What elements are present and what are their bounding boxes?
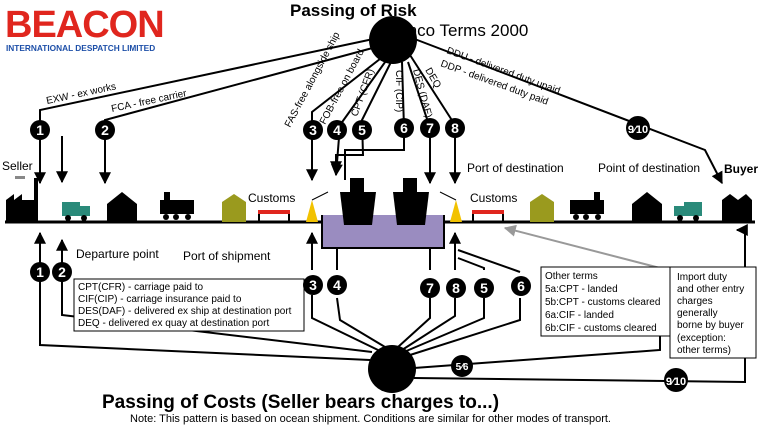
other-terms-box: Other terms 5a:CPT - landed 5b:CPT - cus… xyxy=(540,266,671,337)
warehouse-icon xyxy=(632,192,662,222)
badge-2: 2 xyxy=(95,120,115,140)
customs-right-label: Customs xyxy=(470,191,517,205)
ship-icon xyxy=(340,178,376,225)
train-icon xyxy=(160,192,194,220)
svg-text:7: 7 xyxy=(426,120,434,136)
svg-text:2: 2 xyxy=(58,264,66,280)
term-exw: EXW - ex works xyxy=(45,81,117,107)
logo-wordmark: BEACON xyxy=(5,4,164,46)
departure-point-label: Departure point xyxy=(76,247,159,261)
svg-text:Other terms: Other terms xyxy=(545,271,598,282)
port-shipment-label: Port of shipment xyxy=(183,249,271,263)
badge-7: 7 xyxy=(420,118,440,138)
crane-icon xyxy=(306,191,329,222)
port-destination-label: Port of destination xyxy=(467,161,564,175)
svg-text:5a:CPT - landed: 5a:CPT - landed xyxy=(545,284,618,295)
factory-icon xyxy=(722,194,752,222)
svg-text:1: 1 xyxy=(36,122,44,138)
point-destination-label: Point of destination xyxy=(598,161,700,175)
crane-icon xyxy=(439,191,462,222)
term-cif: CIF (CIP) xyxy=(393,70,404,112)
costs-title: Passing of Costs (Seller bears charges t… xyxy=(102,392,499,413)
svg-text:2: 2 xyxy=(101,122,109,138)
barrier-icon xyxy=(472,210,504,222)
svg-text:CIF(CIP) - carriage insurance: CIF(CIP) - carriage insurance paid to xyxy=(78,294,242,305)
factory-icon xyxy=(6,176,38,222)
truck-icon xyxy=(674,202,702,221)
svg-text:(exception:: (exception: xyxy=(677,333,726,344)
badge-3: 3 xyxy=(303,120,323,140)
svg-text:generally: generally xyxy=(677,308,718,319)
risk-badges: 1 2 3 4 5 6 7 8 9⁄10 xyxy=(30,116,650,140)
badge-8: 8 xyxy=(445,118,465,138)
customs-house-icon xyxy=(222,194,246,222)
svg-text:DES(DAF) - delivered ex ship a: DES(DAF) - delivered ex ship at destinat… xyxy=(78,306,292,317)
svg-text:6: 6 xyxy=(517,278,525,294)
svg-text:5⁄6: 5⁄6 xyxy=(456,362,469,373)
customs-left-label: Customs xyxy=(248,191,295,205)
svg-text:6: 6 xyxy=(400,120,408,136)
badge-7: 7 xyxy=(420,278,440,298)
svg-text:4: 4 xyxy=(333,277,341,293)
badge-4: 4 xyxy=(327,275,347,295)
svg-text:borne by buyer: borne by buyer xyxy=(677,320,744,331)
seller-label: Seller xyxy=(2,159,33,173)
badge-1: 1 xyxy=(30,120,50,140)
barrier-icon xyxy=(258,210,290,222)
badge-4: 4 xyxy=(327,120,347,140)
svg-text:1: 1 xyxy=(36,264,44,280)
svg-text:3: 3 xyxy=(309,122,317,138)
badge-5: 5 xyxy=(474,278,494,298)
svg-text:DEQ - delivered ex quay at des: DEQ - delivered ex quay at destination p… xyxy=(78,318,269,329)
svg-text:5: 5 xyxy=(480,280,488,296)
badge-6: 6 xyxy=(511,276,531,296)
harbour xyxy=(321,215,445,249)
svg-text:9⁄10: 9⁄10 xyxy=(628,124,648,136)
risk-hub xyxy=(369,16,417,64)
badge-9-10: 9⁄10 xyxy=(626,116,650,140)
risk-title: Passing of Risk xyxy=(290,1,417,20)
buyer-label: Buyer xyxy=(724,162,758,176)
svg-text:charges: charges xyxy=(677,296,713,307)
cost-hub xyxy=(368,345,416,393)
svg-text:8: 8 xyxy=(451,120,459,136)
svg-text:3: 3 xyxy=(309,277,317,293)
ship-icon xyxy=(393,178,429,225)
logo-subtitle: INTERNATIONAL DESPATCH LIMITED xyxy=(6,43,155,53)
svg-text:7: 7 xyxy=(426,280,434,296)
badge-3: 3 xyxy=(303,275,323,295)
badge-9-10: 9⁄10 xyxy=(664,368,688,392)
beacon-logo: BEACON INTERNATIONAL DESPATCH LIMITED xyxy=(5,4,165,53)
customs-house-icon xyxy=(530,194,554,222)
svg-text:Import duty: Import duty xyxy=(677,272,727,283)
truck-icon xyxy=(62,202,90,221)
cost-badges: 1 2 3 4 7 8 5 6 5⁄6 9⁄10 xyxy=(30,262,688,392)
train-icon xyxy=(570,192,604,220)
badge-8: 8 xyxy=(446,278,466,298)
svg-text:6a:CIF - landed: 6a:CIF - landed xyxy=(545,310,614,321)
svg-text:5: 5 xyxy=(358,122,366,138)
badge-2: 2 xyxy=(52,262,72,282)
svg-text:4: 4 xyxy=(333,122,341,138)
warehouse-icon xyxy=(107,192,137,222)
svg-text:9⁄10: 9⁄10 xyxy=(666,376,686,388)
svg-text:5b:CPT - customs cleared: 5b:CPT - customs cleared xyxy=(545,297,660,308)
inco-terms-label: Inco Terms 2000 xyxy=(403,21,528,40)
definitions-box: CPT(CFR) - carriage paid to CIF(CIP) - c… xyxy=(73,278,305,332)
svg-text:and other entry: and other entry xyxy=(677,284,744,295)
svg-text:8: 8 xyxy=(452,280,460,296)
badge-5-6: 5⁄6 xyxy=(451,355,473,377)
badge-6: 6 xyxy=(394,118,414,138)
footnote: Note: This pattern is based on ocean shi… xyxy=(130,413,611,425)
badge-1: 1 xyxy=(30,262,50,282)
badge-5: 5 xyxy=(352,120,372,140)
svg-text:CPT(CFR) - carriage paid to: CPT(CFR) - carriage paid to xyxy=(78,282,203,293)
svg-text:other terms): other terms) xyxy=(677,345,731,356)
import-duty-box: Import duty and other entry charges gene… xyxy=(669,266,757,359)
svg-text:6b:CIF - customs cleared: 6b:CIF - customs cleared xyxy=(545,323,657,334)
